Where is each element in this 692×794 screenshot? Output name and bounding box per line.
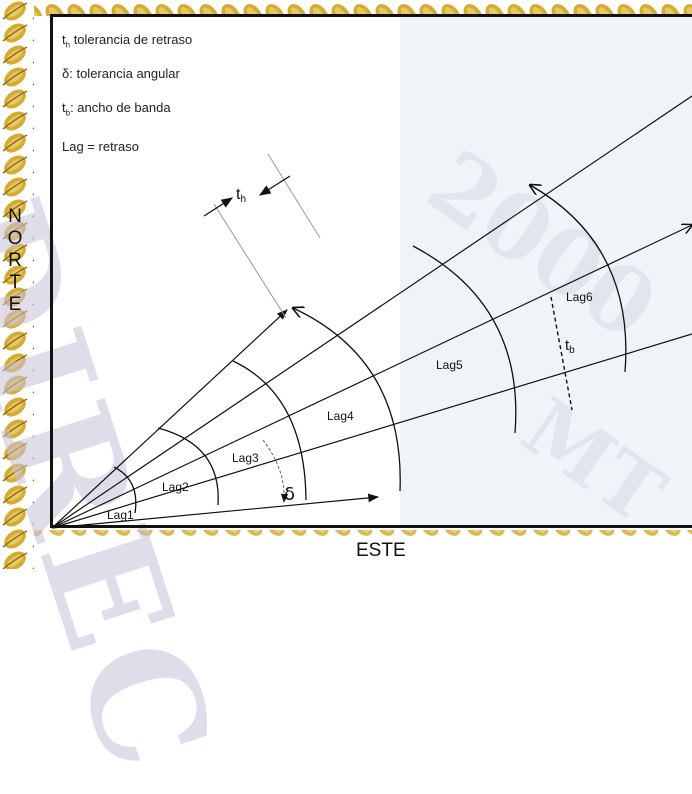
- ray-lower-arrow: [51, 493, 380, 529]
- ray-upper-arrow: [51, 309, 288, 529]
- lag-label-4: Lag4: [327, 409, 354, 423]
- rope-border-decoration: [0, 0, 692, 569]
- lag-arc-2: [157, 427, 219, 506]
- lag-label-6: Lag6: [566, 290, 593, 304]
- th-label: th: [236, 186, 246, 205]
- lag-arc-3: [232, 360, 307, 501]
- lag-arc-1: [113, 466, 137, 514]
- lag-label-5: Lag5: [436, 358, 463, 372]
- th-guide-line-1: [213, 203, 287, 319]
- lag-label-1: Lag1: [107, 508, 134, 522]
- legend-lag-definition: Lag = retraso: [62, 139, 139, 155]
- th-arrow-right: [259, 175, 291, 196]
- tb-label: tb: [565, 337, 575, 356]
- th-arrow-left: [203, 197, 233, 217]
- north-letter: O: [7, 228, 23, 249]
- north-axis-label: N O R T E: [4, 206, 26, 316]
- background-panel: [400, 17, 692, 527]
- lag-arc-5: [412, 245, 517, 434]
- ray-central-direction: [51, 225, 692, 529]
- delta-arc: [262, 439, 289, 503]
- ray-upper-boundary: [51, 95, 692, 529]
- legend-angular-tolerance: δ: tolerancia angular: [62, 65, 180, 81]
- legend: th tolerancia de retraso δ: tolerancia a…: [62, 32, 252, 173]
- north-letter: E: [8, 294, 22, 315]
- north-letter: N: [8, 206, 22, 227]
- lag-label-2: Lag2: [162, 480, 189, 494]
- tb-dashed-line: [550, 296, 573, 411]
- diagram-frame: [50, 14, 692, 528]
- north-letter: R: [8, 250, 22, 271]
- rope-bottom: [34, 530, 692, 542]
- legend-lag-tolerance: th tolerancia de retraso: [62, 32, 193, 50]
- rope-left: [0, 0, 34, 569]
- ray-lower-boundary: [51, 333, 692, 529]
- lag-label-3: Lag3: [232, 451, 259, 465]
- north-letter: T: [9, 272, 21, 293]
- legend-bandwidth: tb: ancho de banda: [62, 99, 171, 118]
- lag-arc-4: [293, 308, 401, 492]
- rope-top: [34, 0, 692, 16]
- delta-label: δ: [284, 484, 295, 505]
- lag-arc-6: [530, 185, 627, 373]
- th-guide-line-2: [267, 153, 321, 239]
- variogram-search-diagram: th tb δ Lag1 Lag2 Lag3 Lag4 Lag5 Lag6: [51, 95, 692, 529]
- east-axis-label: ESTE: [356, 540, 406, 561]
